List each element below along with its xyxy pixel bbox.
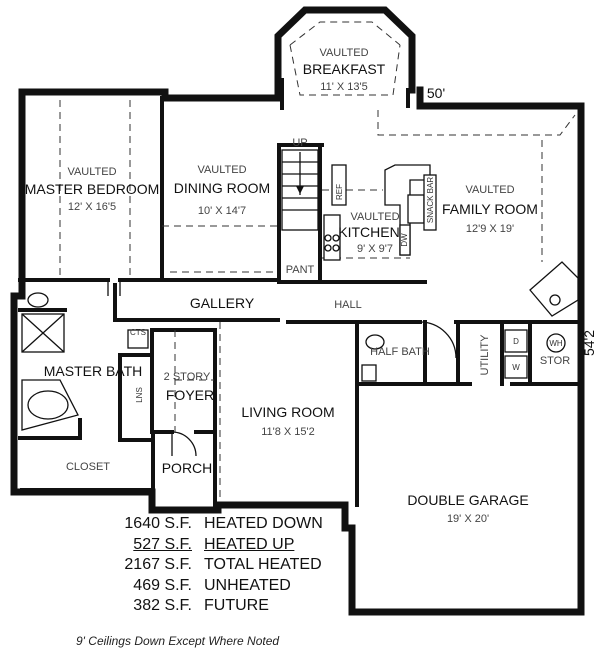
stat-row: 527 S.F. HEATED UP xyxy=(70,535,370,556)
stair-up-label: UP xyxy=(292,137,307,149)
room-master-bath: MASTER BATH xyxy=(44,363,143,379)
dining-size: 10' X 14'7 xyxy=(198,205,246,217)
ceiling-note: 9' Ceilings Down Except Where Noted xyxy=(76,634,280,648)
garage-size: 19' X 20' xyxy=(447,513,489,525)
washer-label: W xyxy=(512,363,520,372)
kitchen-vaulted: VAULTED xyxy=(350,211,399,223)
room-dining: VAULTED DINING ROOM 10' X 14'7 xyxy=(174,164,270,217)
family-name: FAMILY ROOM xyxy=(442,201,538,217)
stat-label: TOTAL HEATED xyxy=(204,556,322,573)
water-heater-label: WH xyxy=(549,339,563,348)
family-vaulted: VAULTED xyxy=(465,184,514,196)
closet-label: CLOSET xyxy=(66,461,110,473)
stat-label: UNHEATED xyxy=(204,576,291,594)
garage-name: DOUBLE GARAGE xyxy=(407,492,528,508)
storage-label: STOR xyxy=(540,355,570,367)
dryer-label: D xyxy=(513,337,519,346)
master-bath-label: MASTER BATH xyxy=(44,363,143,379)
fridge-label: REF xyxy=(335,184,344,200)
kitchen-fixtures xyxy=(323,164,437,261)
stat-value: 382 S.F. xyxy=(133,597,192,614)
stat-value: 2167 S.F. xyxy=(124,556,192,573)
room-master-bedroom: VAULTED MASTER BEDROOM 12' X 16'5 xyxy=(25,166,160,213)
room-living: LIVING ROOM 11'8 X 15'2 xyxy=(241,404,334,438)
porch-label: PORCH xyxy=(162,460,213,476)
pantry-label: PANT xyxy=(286,264,315,276)
width-dimension: 50' xyxy=(427,85,445,101)
linen-label: LNS xyxy=(135,387,144,403)
master-bedroom-vaulted: VAULTED xyxy=(67,166,116,178)
utility-label: UTILITY xyxy=(479,334,491,376)
breakfast-size: 11' X 13'5 xyxy=(320,81,367,93)
kitchen-name: KITCHEN xyxy=(338,224,399,240)
bath-fixtures xyxy=(21,292,566,431)
family-size: 12'9 X 19' xyxy=(466,223,514,235)
kitchen-size: 9' X 9'7 xyxy=(357,243,393,255)
stat-value: 469 S.F. xyxy=(133,576,192,594)
master-bedroom-size: 12' X 16'5 xyxy=(68,201,116,213)
interior-walls xyxy=(18,78,582,507)
breakfast-name: BREAKFAST xyxy=(303,61,386,77)
breakfast-vaulted: VAULTED xyxy=(319,47,368,59)
living-size: 11'8 X 15'2 xyxy=(261,426,315,438)
stat-label: HEATED UP xyxy=(204,535,295,553)
square-footage-table: 1640 S.F. HEATED DOWN 527 S.F. HEATED UP… xyxy=(70,514,370,617)
stat-label: FUTURE xyxy=(204,597,269,614)
room-garage: DOUBLE GARAGE 19' X 20' xyxy=(407,492,528,525)
stat-label: HEATED DOWN xyxy=(204,515,323,532)
stat-row: 2167 S.F. TOTAL HEATED xyxy=(70,555,370,576)
exterior-walls xyxy=(10,6,585,616)
room-foyer: 2 STORY FOYER xyxy=(164,371,214,403)
cts-label: CTS xyxy=(130,328,146,337)
stat-row: 382 S.F. FUTURE xyxy=(70,596,370,617)
dining-name: DINING ROOM xyxy=(174,180,270,196)
snack-bar-label: SNACK BAR xyxy=(426,177,435,223)
dining-vaulted: VAULTED xyxy=(197,164,246,176)
master-bedroom-name: MASTER BEDROOM xyxy=(25,181,160,197)
dishwasher-label: DW xyxy=(400,233,409,247)
half-bath-text: HALF BATH xyxy=(370,346,430,358)
room-kitchen: VAULTED KITCHEN 9' X 9'7 xyxy=(338,211,399,255)
fireplace xyxy=(529,261,579,317)
living-name: LIVING ROOM xyxy=(241,404,334,420)
foyer-note: 2 STORY xyxy=(164,371,211,383)
half-bath-label: HALF BATH xyxy=(370,346,430,358)
gallery-label: GALLERY xyxy=(190,295,255,311)
stat-row: 469 S.F. UNHEATED xyxy=(70,576,370,597)
staircase xyxy=(281,149,319,231)
foyer-name: FOYER xyxy=(166,387,214,403)
stat-value: 1640 S.F. xyxy=(124,515,192,532)
hall-label: HALL xyxy=(334,299,362,311)
doors xyxy=(107,280,457,457)
depth-dimension: 54'2 xyxy=(581,330,597,356)
room-family: VAULTED FAMILY ROOM 12'9 X 19' xyxy=(442,184,538,235)
room-breakfast: VAULTED BREAKFAST 11' X 13'5 xyxy=(303,47,386,93)
stat-value: 527 S.F. xyxy=(133,535,192,553)
vaulted-ceiling-lines xyxy=(59,21,576,500)
stat-row: 1640 S.F. HEATED DOWN xyxy=(70,514,370,535)
